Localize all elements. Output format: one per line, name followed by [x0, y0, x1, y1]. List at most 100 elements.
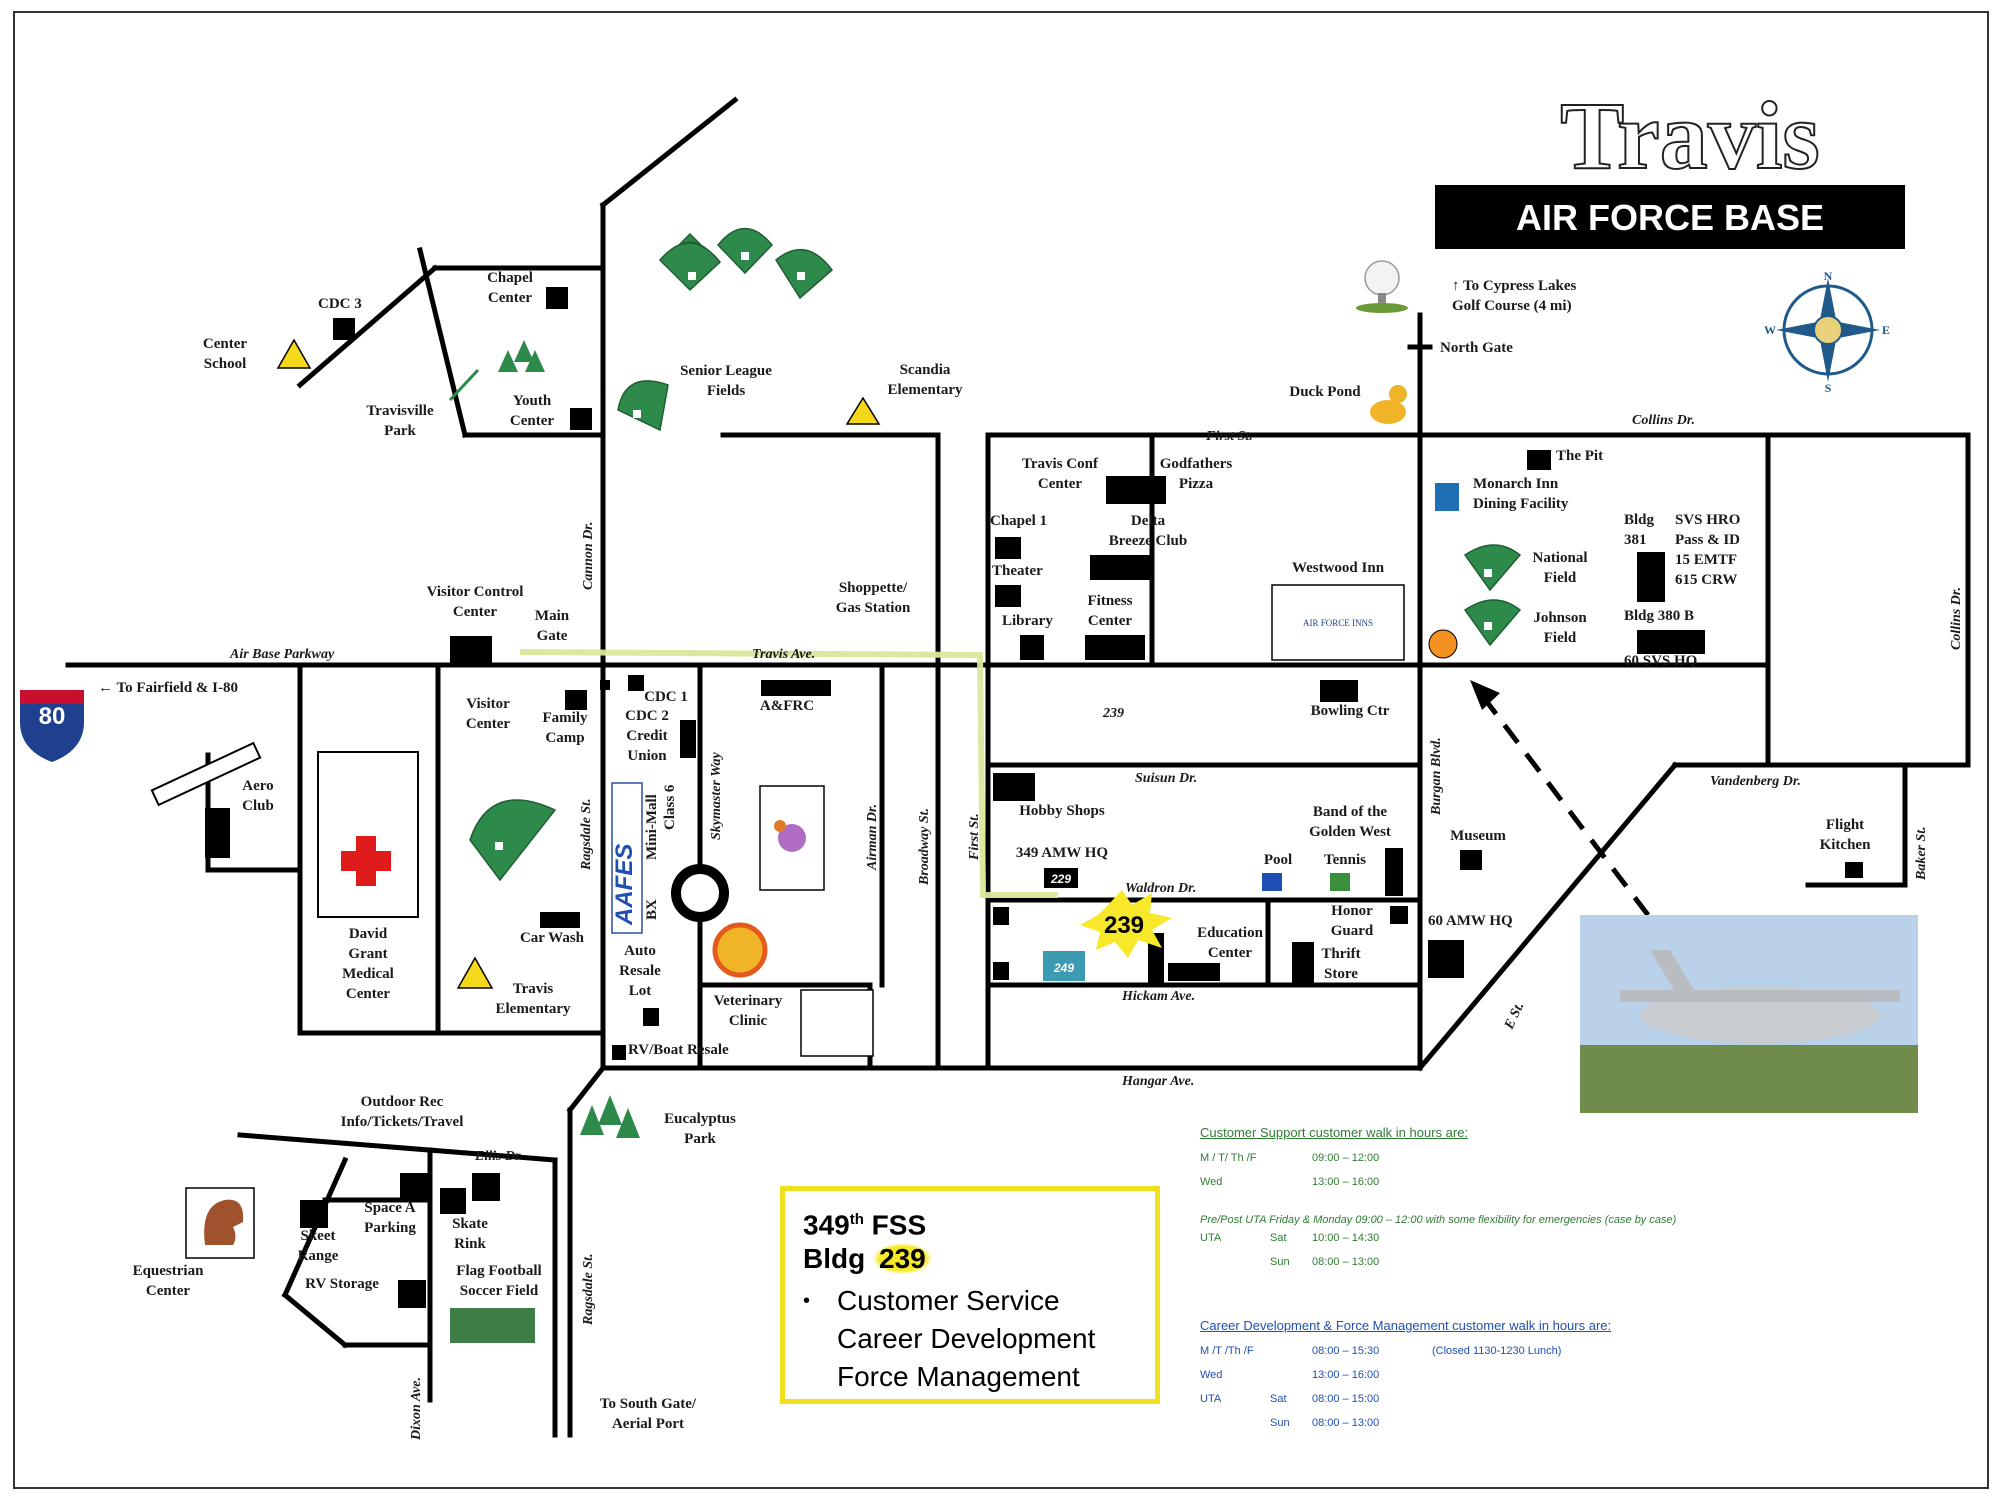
label-shoppette: Shoppette/Gas Station [836, 580, 911, 616]
label-line: Resale [619, 963, 661, 979]
street-collins-top: Collins Dr. [1632, 413, 1695, 428]
label-line: Skate [452, 1216, 488, 1232]
label-line: Scandia [900, 362, 951, 378]
street-travis-ave: Travis Ave. [752, 647, 815, 662]
label-line: Rink [454, 1236, 486, 1252]
label-line: Band of the [1313, 804, 1388, 820]
fss-services: • Customer Service Career Development Fo… [803, 1282, 1137, 1396]
label-line: Soccer Field [460, 1283, 539, 1299]
compass-e: E [1882, 323, 1890, 337]
label-line: Clinic [729, 1013, 768, 1029]
label-bldg380: Bldg 380 B [1624, 608, 1694, 624]
label-line: Veterinary [714, 993, 783, 1009]
label-line: RV Storage [305, 1276, 379, 1292]
label-cdc1: CDC 1 [644, 689, 688, 705]
orange-marker [1428, 629, 1458, 659]
street-e-st: E St. [1502, 1000, 1528, 1033]
label-line: Golf Course (4 mi) [1452, 298, 1572, 314]
street-cannon: Cannon Dr. [581, 522, 596, 590]
label-line: Store [1324, 966, 1358, 982]
hours-day [1200, 1256, 1270, 1280]
fss-bullet: • [803, 1290, 811, 1313]
label-line: Pass & ID [1675, 532, 1740, 548]
label-cdc3: CDC 3 [318, 296, 362, 312]
street-ellis: Ellis Dr. [474, 1149, 523, 1164]
school-crossing-icon [276, 338, 881, 989]
label-line: Breeze Club [1109, 533, 1187, 549]
compass-rose-icon [1776, 278, 1880, 382]
park-pointer [448, 368, 480, 402]
hours-day: Wed [1200, 1369, 1223, 1381]
cd-hours-title: Career Development & Force Management cu… [1200, 1318, 1612, 1333]
hours-sub [1270, 1369, 1312, 1393]
hours-note [1432, 1417, 1732, 1441]
street-broadway: Broadway St. [917, 808, 932, 886]
street-air-base-parkway: Air Base Parkway [229, 647, 335, 662]
label-line: Elementary [496, 1001, 571, 1017]
air-force-inns-sign: AIR FORCE INNS [1303, 618, 1373, 628]
hours-time: 08:00 – 13:00 [1312, 1256, 1380, 1268]
medical-center-grounds [317, 751, 419, 918]
street-dixon: Dixon Ave. [409, 1377, 424, 1441]
fss-info-box: 349th FSS Bldg 239 • Customer Service Ca… [780, 1186, 1160, 1404]
street-airman: Airman Dr. [865, 804, 880, 871]
label-line: Gate [537, 628, 568, 644]
hours-panel: Customer Support customer walk in hours … [1200, 1125, 1980, 1441]
street-239: 239 [1102, 706, 1124, 721]
street-skymaster: Skymaster Way [709, 751, 724, 840]
hours-note [1432, 1152, 1732, 1176]
label-line: Theater [992, 563, 1043, 579]
label-line: ↑ To Cypress Lakes [1452, 278, 1577, 294]
hours-note [1432, 1393, 1732, 1417]
label-line: Kitchen [1820, 837, 1871, 853]
fss-bldg-number: 239 [873, 1243, 932, 1275]
label-line: Johnson [1533, 610, 1587, 626]
hours-day: UTA [1200, 1393, 1222, 1405]
interstate-number: 80 [39, 703, 66, 730]
label-line: Medical [342, 966, 394, 982]
plane-pointer-dashed [1476, 688, 1650, 917]
label-line: School [204, 356, 247, 372]
label-library: Library [1002, 613, 1053, 629]
label-line: Car Wash [520, 930, 585, 946]
label-svs-hq: 60 SVS HQ [1624, 653, 1698, 669]
label-line: Info/Tickets/Travel [341, 1114, 464, 1130]
label-line: Family [543, 710, 588, 726]
ball-fields [469, 227, 1522, 882]
label-the-pit: The Pit [1556, 448, 1603, 464]
traffic-circle [671, 864, 729, 922]
label-museum: Museum [1450, 828, 1506, 844]
label-line: North Gate [1440, 340, 1513, 356]
compass-n: N [1824, 269, 1833, 283]
label-line: Dining Facility [1473, 496, 1569, 512]
hours-note [1432, 1232, 1732, 1256]
label-line: Museum [1450, 828, 1506, 844]
hours-sub: Sun [1270, 1417, 1290, 1429]
label-tennis: Tennis [1324, 852, 1366, 868]
label-afrc: A&FRC [760, 698, 814, 714]
label-line: Aero [242, 778, 273, 794]
fss-unit-sup: th [849, 1211, 864, 1228]
label-line: CDC 2 [625, 708, 669, 724]
label-line: Aerial Port [612, 1416, 684, 1432]
label-line: Grant [348, 946, 387, 962]
label-line: National [1532, 550, 1587, 566]
label-rv-boat: RV/Boat Resale [628, 1042, 729, 1058]
bldg-249-label: 249 [1053, 961, 1074, 975]
